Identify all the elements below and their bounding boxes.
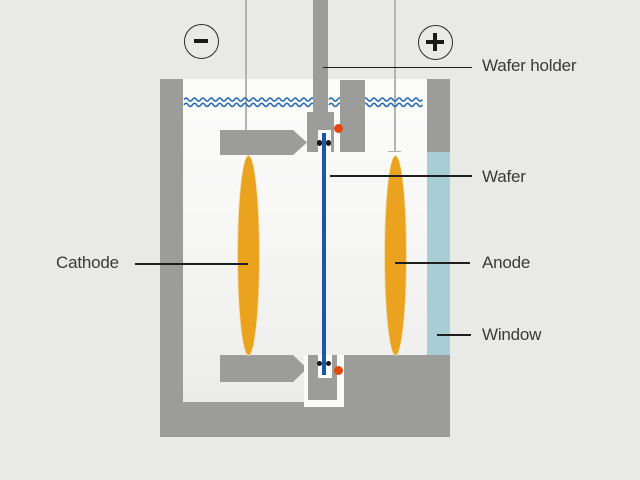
wafer-contact-dot xyxy=(316,360,323,367)
cathode-label: Cathode xyxy=(56,253,119,272)
anode-pointer-line xyxy=(395,262,470,264)
cathode-top-support xyxy=(220,130,307,155)
anode-label: Anode xyxy=(482,253,531,272)
holder-contact-dot xyxy=(333,365,343,375)
window-pane xyxy=(427,152,450,355)
wafer-contact-dot xyxy=(316,140,323,146)
cathode-wire xyxy=(245,0,247,130)
positive-terminal-icon xyxy=(418,25,453,60)
cathode-bottom-support xyxy=(220,355,307,382)
anode-electrode xyxy=(384,156,406,355)
minus-icon xyxy=(194,39,208,43)
wafer-pointer-line xyxy=(330,175,472,177)
wafer-holder-label: Wafer holder xyxy=(482,56,577,75)
wafer-contact-dot xyxy=(325,140,332,146)
wafer-holder-shaft xyxy=(313,0,328,120)
anode-wire xyxy=(394,0,396,151)
window-pointer-line xyxy=(437,334,471,336)
wafer-holder-pointer-line xyxy=(323,66,472,69)
vessel-right-wall-upper xyxy=(427,79,450,152)
wafer-contact-dot xyxy=(325,360,332,367)
anode-wire-tip xyxy=(388,150,401,153)
wafer-label: Wafer xyxy=(482,167,526,186)
cathode-pointer-line xyxy=(135,263,248,265)
wafer xyxy=(321,133,327,375)
negative-terminal-icon xyxy=(184,24,219,59)
holder-contact-dot xyxy=(333,123,343,133)
window-label: Window xyxy=(482,325,542,344)
vessel-left-wall xyxy=(160,79,183,437)
cathode-electrode xyxy=(237,156,259,355)
vessel-bottom-slab xyxy=(160,402,450,437)
wafer-holder-side-block xyxy=(340,80,365,152)
